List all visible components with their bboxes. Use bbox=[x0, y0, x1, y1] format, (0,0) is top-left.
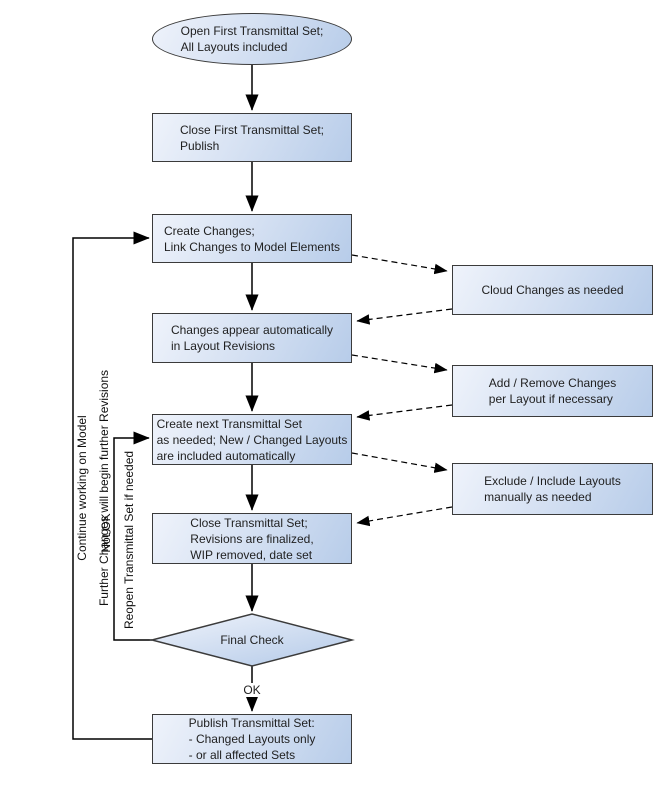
dashed-arrow-changes-appear-to-add-remove bbox=[351, 354, 448, 374]
node-changes-appear-automatically-label: Changes appear automatically in Layout R… bbox=[170, 323, 334, 353]
node-publish-transmittal-set-label: Publish Transmittal Set: - Changed Layou… bbox=[188, 716, 316, 762]
node-create-next-transmittal-set: Create next Transmittal Set as needed; N… bbox=[152, 414, 352, 465]
node-close-first-transmittal-set-label: Close First Transmittal Set; Publish bbox=[179, 122, 325, 153]
node-cloud-changes-label: Cloud Changes as needed bbox=[481, 283, 624, 297]
node-final-check-diamond bbox=[149, 613, 355, 667]
node-create-changes: Create Changes; Link Changes to Model El… bbox=[152, 214, 352, 263]
node-close-transmittal-set: Close Transmittal Set; Revisions are fin… bbox=[152, 513, 352, 564]
node-create-next-transmittal-set-label: Create next Transmittal Set as needed; N… bbox=[156, 416, 348, 463]
loop-continue-working-on-model bbox=[72, 231, 152, 740]
node-final-check: Final Check bbox=[152, 614, 352, 666]
node-close-first-transmittal-set: Close First Transmittal Set; Publish bbox=[152, 113, 352, 162]
node-open-first-transmittal-set: Open First Transmittal Set; All Layouts … bbox=[152, 13, 352, 65]
node-create-changes-label: Create Changes; Link Changes to Model El… bbox=[163, 223, 341, 254]
node-add-remove-changes: Add / Remove Changes per Layout if neces… bbox=[452, 365, 653, 417]
node-publish-transmittal-set: Publish Transmittal Set: - Changed Layou… bbox=[152, 714, 352, 764]
edge-label-reopen-transmittal-set: Reopen Transmittal Set if needed bbox=[122, 450, 136, 630]
dashed-arrow-add-remove-to-create-next bbox=[356, 404, 453, 421]
node-cloud-changes: Cloud Changes as needed bbox=[452, 265, 653, 315]
loop-not-ok-reopen bbox=[113, 431, 152, 641]
node-close-transmittal-set-label: Close Transmittal Set; Revisions are fin… bbox=[190, 515, 314, 562]
node-final-check-label: Final Check bbox=[220, 633, 284, 647]
edge-label-ok: OK bbox=[240, 683, 264, 697]
edge-label-further-changes: Further Changes will begin further Revis… bbox=[97, 369, 111, 607]
node-open-first-transmittal-set-label: Open First Transmittal Set; All Layouts … bbox=[180, 24, 324, 54]
edge-label-continue-working-on-model: Continue working on Model bbox=[75, 415, 89, 561]
edge-label-not-ok: Not OK bbox=[99, 513, 113, 553]
dashed-arrow-create-changes-to-cloud bbox=[351, 254, 448, 275]
node-add-remove-changes-label: Add / Remove Changes per Layout if neces… bbox=[488, 376, 617, 406]
dashed-arrow-exclude-include-to-close-set bbox=[356, 506, 453, 527]
node-changes-appear-automatically: Changes appear automatically in Layout R… bbox=[152, 313, 352, 363]
node-exclude-include-layouts-label: Exclude / Include Layouts manually as ne… bbox=[484, 474, 621, 504]
node-exclude-include-layouts: Exclude / Include Layouts manually as ne… bbox=[452, 463, 653, 515]
dashed-arrow-cloud-to-changes-appear bbox=[356, 308, 453, 325]
dashed-arrow-create-next-to-exclude-include bbox=[351, 452, 448, 473]
